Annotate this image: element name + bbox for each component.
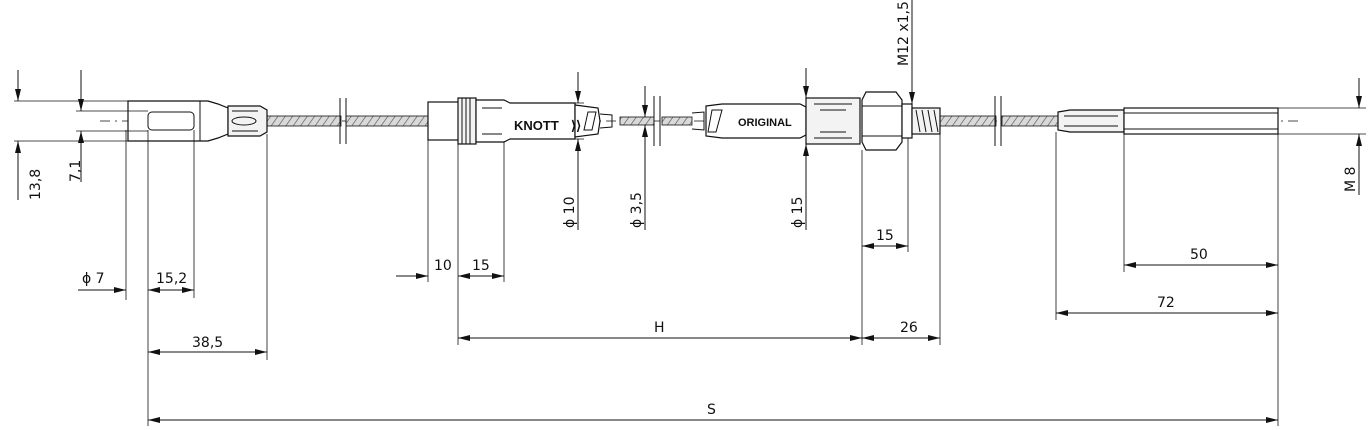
- dim-50-label: 50: [1190, 247, 1208, 263]
- dim-phi15: ϕ 15: [790, 68, 809, 230]
- dim-13-8: 13,8: [14, 70, 128, 200]
- dim-phi10-label: ϕ 10: [562, 197, 578, 229]
- dim-phi3-5: ϕ 3,5: [629, 86, 648, 230]
- knott-logo-icon: ⟩⟩: [571, 118, 581, 133]
- dim-phi10: ϕ 10: [560, 72, 584, 230]
- threaded-end: [1057, 107, 1279, 135]
- dim-7-1-label: 7,1: [68, 160, 84, 182]
- dim-h: H: [458, 150, 863, 345]
- dim-13-8-label: 13,8: [28, 169, 44, 200]
- dim-26-label: 26: [900, 320, 918, 336]
- dim-38-5-label: 38,5: [192, 335, 223, 351]
- dim-10-label: 10: [434, 258, 452, 274]
- dim-10-15: 10 15: [396, 140, 505, 345]
- dim-15-2-label: 15,2: [156, 271, 187, 287]
- dim-15b: 15: [862, 138, 909, 252]
- hex-nut: [861, 91, 941, 151]
- dim-phi7-label: ϕ 7: [82, 271, 105, 287]
- dim-m12: M12 x1,5: [896, 0, 915, 104]
- dim-38-5: 38,5: [148, 134, 268, 360]
- original-sleeve: [691, 97, 861, 145]
- clevis-fork: [127, 100, 268, 142]
- original-brand-label: ORIGINAL: [738, 117, 792, 129]
- dim-26: 26: [862, 134, 941, 345]
- dim-50: 50: [1123, 134, 1279, 426]
- dim-15b-label: 15: [876, 228, 894, 244]
- dim-72: 72: [1055, 132, 1278, 320]
- dim-s: S: [148, 402, 1278, 423]
- knott-brand-label: KNOTT: [514, 118, 559, 133]
- dim-72-label: 72: [1157, 295, 1175, 311]
- knott-sleeve: [427, 97, 613, 145]
- break-marks: [339, 96, 1002, 146]
- dim-m8-label: M 8: [1343, 167, 1359, 192]
- dim-m8: M 8: [1278, 78, 1366, 195]
- dim-15a-label: 15: [472, 258, 490, 274]
- dim-m12-label: M12 x1,5: [896, 1, 912, 66]
- dim-s-label: S: [707, 402, 716, 418]
- dim-phi3-5-label: ϕ 3,5: [629, 192, 645, 228]
- dim-phi7-15-2: ϕ 7 15,2: [78, 130, 195, 426]
- dim-phi15-label: ϕ 15: [790, 197, 806, 229]
- dim-7-1: 7,1: [68, 70, 148, 182]
- dim-h-label: H: [654, 320, 665, 336]
